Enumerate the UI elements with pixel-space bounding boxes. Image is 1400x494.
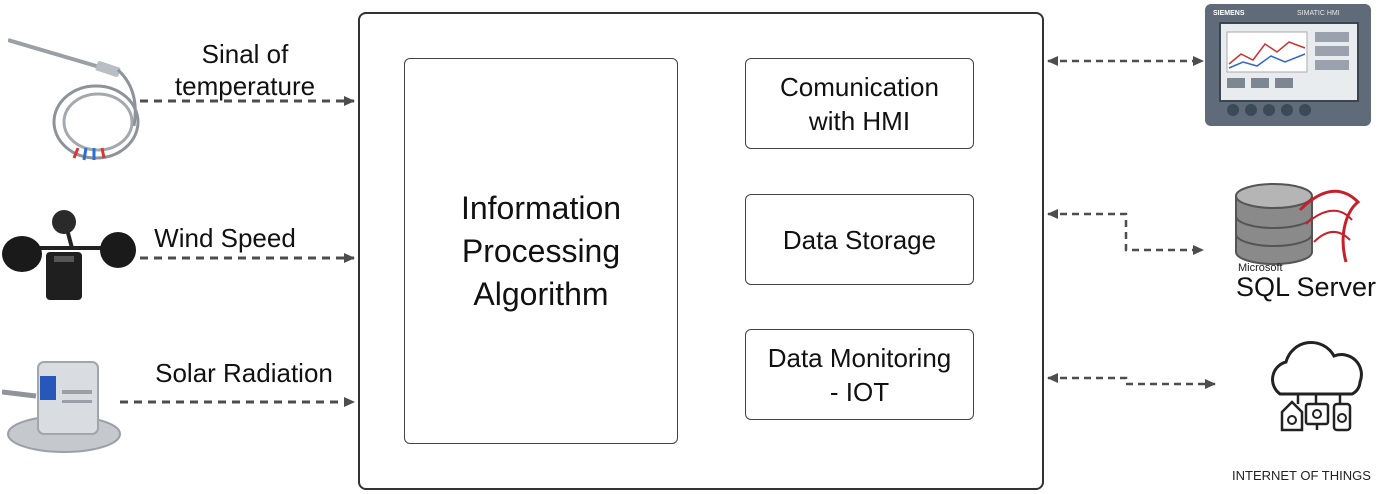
hmi-brand: SIEMENS xyxy=(1213,10,1245,17)
hmi-panel-text: SIMATIC HMI xyxy=(1297,10,1340,17)
hmi-screen-chart-icon xyxy=(1226,31,1349,88)
cloud-iot-icon xyxy=(1271,340,1363,432)
anemometer-icon xyxy=(2,210,136,300)
iot-link-arrow xyxy=(1047,373,1216,389)
algorithm-label-line3: Algorithm xyxy=(473,275,609,312)
sql-microsoft-text: Microsoft xyxy=(1238,262,1283,274)
data-monitoring-label: Data Monitoring - IOT xyxy=(768,341,952,409)
data-storage-label: Data Storage xyxy=(782,224,937,255)
data-monitoring-line1: Data Monitoring xyxy=(767,342,952,373)
data-monitoring-box: Data Monitoring - IOT xyxy=(745,329,974,420)
hmi-panel-icon: SIEMENS SIMATIC HMI xyxy=(1205,4,1371,126)
hmi-communication-label: Comunication with HMI xyxy=(780,70,939,138)
hmi-buttons xyxy=(1227,104,1347,118)
temperature-label-line2: temperature xyxy=(174,71,316,101)
algorithm-label-line1: Information xyxy=(460,189,622,226)
hmi-communication-box: Comunication with HMI xyxy=(745,58,974,149)
hmi-communication-line1: Comunication xyxy=(780,71,939,102)
hmi-screen xyxy=(1219,22,1359,102)
algorithm-label-line2: Processing xyxy=(461,232,621,269)
pyranometer-icon xyxy=(2,361,121,453)
wind-speed-label: Wind Speed xyxy=(154,223,296,253)
sql-server-text: SQL Server xyxy=(1236,272,1377,302)
solar-radiation-label: Solar Radiation xyxy=(155,358,333,388)
algorithm-box: Information Processing Algorithm xyxy=(404,58,678,444)
algorithm-label: Information Processing Algorithm xyxy=(461,187,621,316)
sql-link-arrow xyxy=(1047,209,1204,255)
temperature-label-line1: Sinal of xyxy=(201,39,289,69)
temperature-label: Sinal of temperature xyxy=(155,38,335,102)
thermocouple-probe-icon xyxy=(8,38,140,161)
database-icon xyxy=(1235,183,1361,265)
iot-caption: INTERNET OF THINGS xyxy=(1232,468,1371,483)
hmi-communication-line2: with HMI xyxy=(808,105,911,136)
data-storage-box: Data Storage xyxy=(745,194,974,285)
data-monitoring-line2: - IOT xyxy=(829,376,890,407)
